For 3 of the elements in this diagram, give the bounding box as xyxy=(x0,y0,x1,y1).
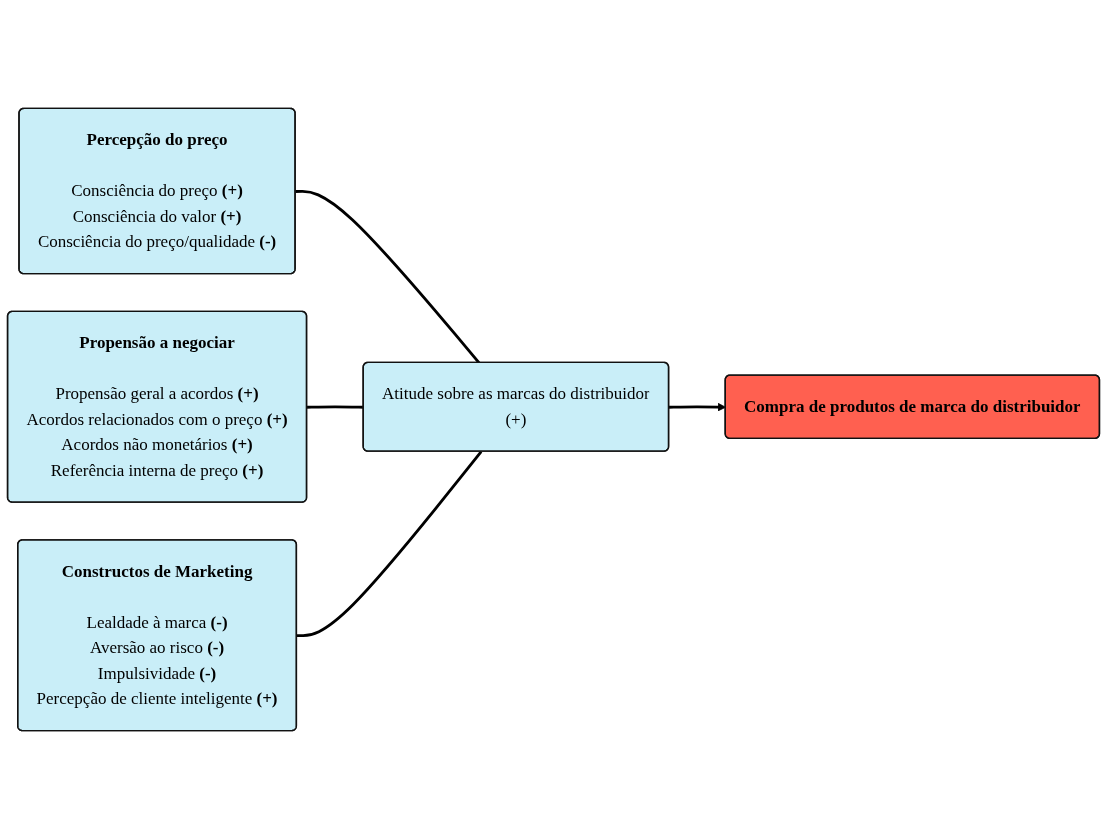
connector xyxy=(307,405,364,409)
connector xyxy=(296,450,483,638)
connector xyxy=(295,190,481,364)
